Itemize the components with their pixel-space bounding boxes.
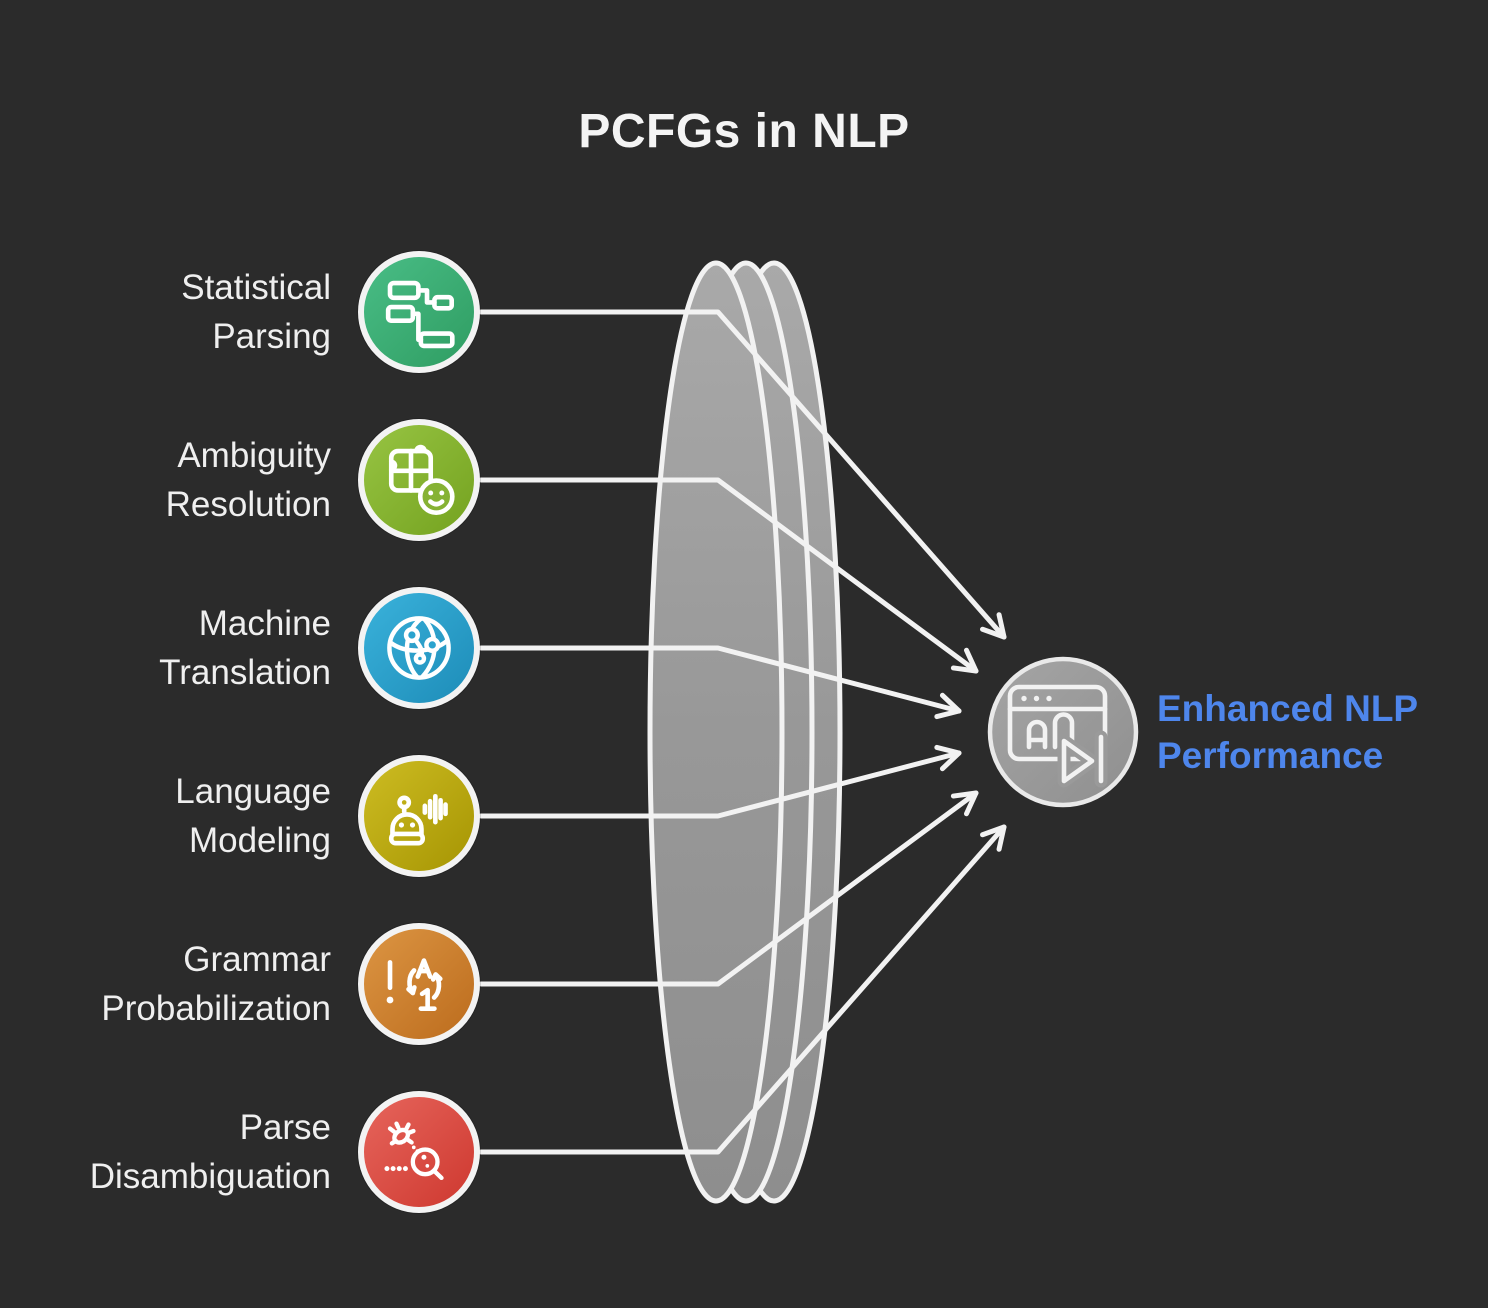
item-circle-machine-translation [358,587,480,709]
item-circle-language-modeling [358,755,480,877]
connector-line-4 [478,744,962,819]
item-label-parse-disambiguation: Parse Disambiguation [0,1103,331,1201]
funnel-lens [647,260,843,1204]
item-label-statistical-parsing: Statistical Parsing [0,263,331,361]
letters-cycle-icon [386,958,443,1011]
connector-line-2 [478,477,979,674]
item-circle-grammar-probabilization [358,923,480,1045]
connector-line-5 [478,790,979,987]
item-circle-parse-disambiguation [358,1091,480,1213]
result-label-line: Enhanced NLP [1157,688,1419,729]
label-line: Ambiguity [177,436,331,475]
connector-line-1 [478,309,1007,640]
connector-line-6 [478,824,1007,1155]
label-line: Parsing [212,317,331,356]
item-label-grammar-probabilization: Grammar Probabilization [0,935,331,1033]
label-line: Resolution [165,485,331,524]
item-label-language-modeling: Language Modeling [0,767,331,865]
item-circle-ambiguity-resolution [358,419,480,541]
robot-voice-icon [388,793,448,846]
result-label: Enhanced NLP Performance [1157,685,1487,779]
page-title: PCFGs in NLP [578,105,910,158]
item-label-ambiguity-resolution: Ambiguity Resolution [0,431,331,529]
globe-network-icon [387,616,451,680]
label-line: Machine [198,604,331,643]
bug-search-icon [384,1121,444,1181]
result-circle [987,656,1139,808]
label-line: Modeling [188,821,331,860]
puzzle-smiley-icon [388,444,455,515]
label-line: Parse [239,1108,331,1147]
label-line: Probabilization [101,989,331,1028]
item-circle-statistical-parsing [358,251,480,373]
label-line: Grammar [183,940,331,979]
label-line: Statistical [181,268,331,307]
connector-lines [478,309,1007,1155]
label-line: Translation [159,653,331,692]
label-line: Language [175,772,331,811]
lens-front [647,260,785,1204]
result-label-line: Performance [1157,735,1384,776]
ad-player-icon [1007,684,1108,788]
label-line: Disambiguation [89,1157,331,1196]
item-label-machine-translation: Machine Translation [0,599,331,697]
connector-line-3 [478,645,962,720]
flowchart-icon [385,280,455,349]
